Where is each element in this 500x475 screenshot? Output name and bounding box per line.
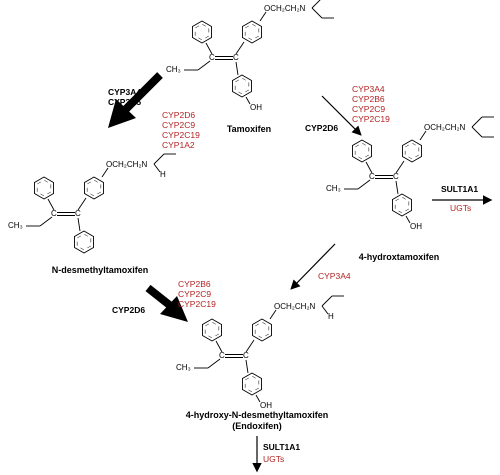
hydroxy-ether-chain: OCH₂CH₂N (424, 123, 466, 132)
endoxifen-ethyl-chain (207, 358, 221, 369)
enzyme-label-cyp3a5-left: CYP3A5 (108, 97, 142, 107)
hydroxy-ethyl-chain (357, 179, 371, 190)
enzyme-label-cyp2b6-right: CYP2B6 (352, 94, 385, 104)
enzyme-label-cyp2c19-bottom: CYP2C19 (178, 299, 216, 309)
enzyme-label-sult1a1-bottom: SULT1A1 (263, 442, 301, 452)
endoxifen-carbon-right: C (243, 351, 249, 360)
enzyme-label-cyp3a4-left: CYP3A4 (108, 87, 142, 97)
arrow-ndesmethyl-to-endoxifen (145, 284, 188, 322)
ndesmethyl-ether-chain: OCH₂CH₂N (106, 160, 148, 169)
hydroxy-ring-phenol (392, 193, 412, 217)
enzyme-label-cyp2b6-bottom: CYP2B6 (178, 279, 211, 289)
arrow-hydroxy-to-endoxifen (290, 243, 336, 290)
tamoxifen-methyl: CH₃ (166, 65, 181, 74)
tamoxifen-ethyl-chain (197, 60, 211, 71)
ndesmethyl-ring-ether (84, 176, 104, 200)
endoxifen-hydroxyl: OH (260, 401, 272, 410)
ndesmethyl-methyl: CH₃ (8, 221, 23, 230)
hydroxy-ring-ether (402, 139, 422, 163)
enzyme-label-ugts-bottom: UGTs (263, 454, 285, 464)
endoxifen-ring-ether (252, 318, 272, 342)
hydroxy-hydroxyl: OH (410, 222, 422, 231)
compound-name-tamoxifen: Tamoxifen (226, 124, 272, 134)
arrow-tamoxifen-to-hydroxy (321, 95, 362, 136)
arrow-tamoxifen-to-ndesmethyl (108, 72, 163, 128)
tamoxifen-ring-phenyl (192, 20, 212, 44)
endoxifen-ring-phenol (242, 372, 262, 396)
tamoxifen-hydroxyl: OH (250, 103, 262, 112)
endoxifen-amine-h: H (328, 312, 334, 321)
compound-name-endoxifen-alias: (Endoxifen) (232, 421, 282, 431)
enzyme-label-cyp1a2-left: CYP1A2 (162, 140, 195, 150)
enzyme-label-ugts-right: UGTs (450, 203, 472, 213)
endoxifen-ring-phenyl (202, 318, 222, 342)
enzyme-label-cyp2d6-left: CYP2D6 (162, 110, 196, 120)
ndesmethyl-carbon-right: C (75, 209, 81, 218)
ndesmethyl-ethyl-chain (39, 216, 53, 227)
endoxifen-methyl: CH₃ (176, 363, 191, 372)
compound-name-hydroxy: 4-hydroxtamoxifen (358, 252, 440, 262)
enzyme-label-cyp2c9-left: CYP2C9 (162, 120, 196, 130)
ndesmethyl-carbon-left: C (51, 209, 57, 218)
enzyme-label-cyp2c9-bottom: CYP2C9 (178, 289, 212, 299)
hydroxy-carbon-left: C (369, 172, 375, 181)
enzyme-label-cyp2c19-right: CYP2C19 (352, 114, 390, 124)
compound-name-ndesmethyl: N-desmethyltamoxifen (51, 265, 149, 275)
enzyme-label-cyp2c19-left: CYP2C19 (162, 130, 200, 140)
enzyme-label-cyp2c9-right: CYP2C9 (352, 104, 386, 114)
tamoxifen-ether-chain: OCH₂CH₂N (264, 4, 306, 13)
compound-name-endoxifen: 4-hydroxy-N-desmethyltamoxifen (185, 410, 329, 420)
tamoxifen-ring-phenol (232, 74, 252, 98)
ndesmethyl-ring-phenyl-bottom (74, 230, 94, 254)
hydroxy-ring-phenyl (352, 139, 372, 163)
tamoxifen-ring-ether (242, 20, 262, 44)
enzyme-label-cyp2d6-right: CYP2D6 (305, 123, 339, 133)
tamoxifen-carbon-left: C (209, 53, 215, 62)
tamoxifen-carbon-right: C (233, 53, 239, 62)
enzyme-label-cyp3a4-right: CYP3A4 (352, 84, 385, 94)
enzyme-label-sult1a1-right: SULT1A1 (441, 184, 479, 194)
hydroxy-methyl: CH₃ (326, 184, 341, 193)
hydroxy-carbon-right: C (393, 172, 399, 181)
enzyme-label-cyp2d6-bottom: CYP2D6 (112, 305, 146, 315)
ndesmethyl-amine-h: H (160, 170, 166, 179)
ndesmethyl-ring-phenyl (34, 176, 54, 200)
endoxifen-carbon-left: C (219, 351, 225, 360)
endoxifen-ether-chain: OCH₂CH₂N (274, 302, 316, 311)
enzyme-label-cyp3a4-mid: CYP3A4 (318, 271, 351, 281)
